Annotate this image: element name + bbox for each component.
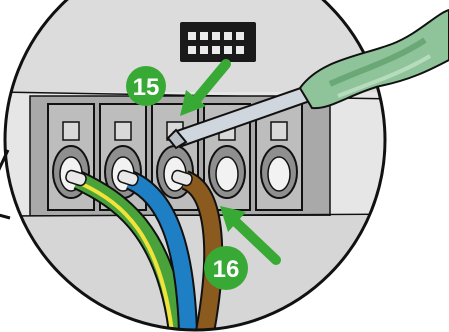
wire-bundle	[73, 170, 224, 330]
stripped-conductors	[65, 169, 193, 187]
step-number-15: 15	[133, 74, 160, 101]
step-15-arrow	[180, 59, 231, 116]
release-slot	[62, 121, 80, 141]
callout-pointer	[0, 149, 11, 220]
step-16-arrow	[220, 206, 281, 265]
step-number-16: 16	[213, 256, 240, 283]
release-slot	[114, 121, 132, 141]
terminal-5	[255, 103, 303, 211]
step-badge-16: 16	[204, 246, 248, 290]
release-slot	[270, 121, 288, 141]
step-badge-15: 15	[126, 66, 166, 106]
magnifier-outline	[3, 0, 387, 332]
screwdriver	[166, 8, 449, 150]
top-connector	[180, 22, 256, 62]
